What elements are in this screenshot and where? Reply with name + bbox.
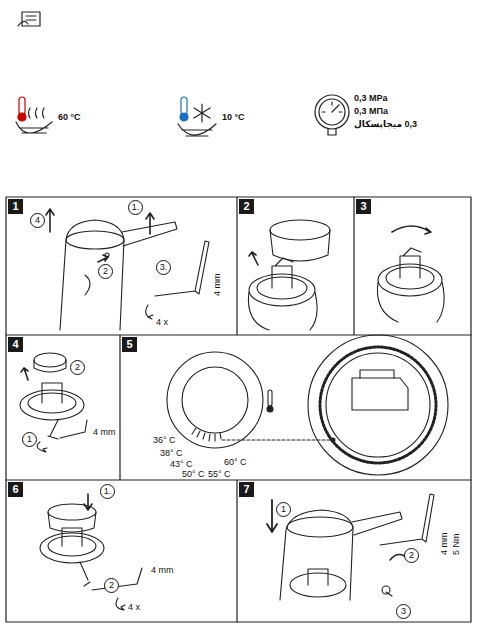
temperature-mark: 50° C: [182, 470, 205, 479]
temperature-mark: 60° C: [224, 458, 247, 467]
callout-number: 1.: [100, 484, 115, 499]
quantity: 4 x: [156, 318, 168, 327]
callout-number: 2: [104, 578, 119, 593]
pressure-value: 0,3 MPa: [354, 94, 388, 103]
step-number: 4: [8, 337, 23, 352]
dimension: 4 mm: [440, 533, 449, 556]
step-number: 6: [8, 482, 23, 497]
pressure-value: 0,3 МПа: [354, 107, 388, 116]
quantity: 4 x: [128, 603, 140, 612]
torque-value: 5 Nm: [452, 533, 461, 555]
temperature-mark: 36° C: [153, 436, 176, 445]
callout-number: 4: [30, 213, 45, 228]
step-number: 1: [8, 199, 23, 214]
dimension: 4 mm: [92, 428, 117, 437]
callout-number: 1: [276, 502, 291, 517]
pressure-value: 0,3 میجاپسکال: [354, 120, 417, 129]
step-number: 5: [122, 337, 137, 352]
callout-number: 3: [396, 604, 411, 619]
step-number: 2: [239, 199, 254, 214]
callout-number: 1.: [128, 200, 143, 215]
callout-number: 2: [98, 264, 113, 279]
callout-number: 3.: [156, 260, 171, 275]
temperature-mark: 43° C: [170, 460, 193, 469]
callout-number: 2: [70, 360, 85, 375]
callout-number: 1: [22, 432, 37, 447]
temperature-mark: 38° C: [160, 449, 183, 458]
dimension: 4 mm: [150, 566, 175, 575]
step-number: 3: [356, 199, 371, 214]
temperature-mark: 55° C: [208, 470, 231, 479]
callout-number: 2: [404, 548, 419, 563]
dimension: 4 mm: [213, 274, 222, 297]
step-number: 7: [239, 482, 254, 497]
temperature-value: 60 °C: [58, 113, 81, 122]
temperature-value: 10 °C: [222, 113, 245, 122]
